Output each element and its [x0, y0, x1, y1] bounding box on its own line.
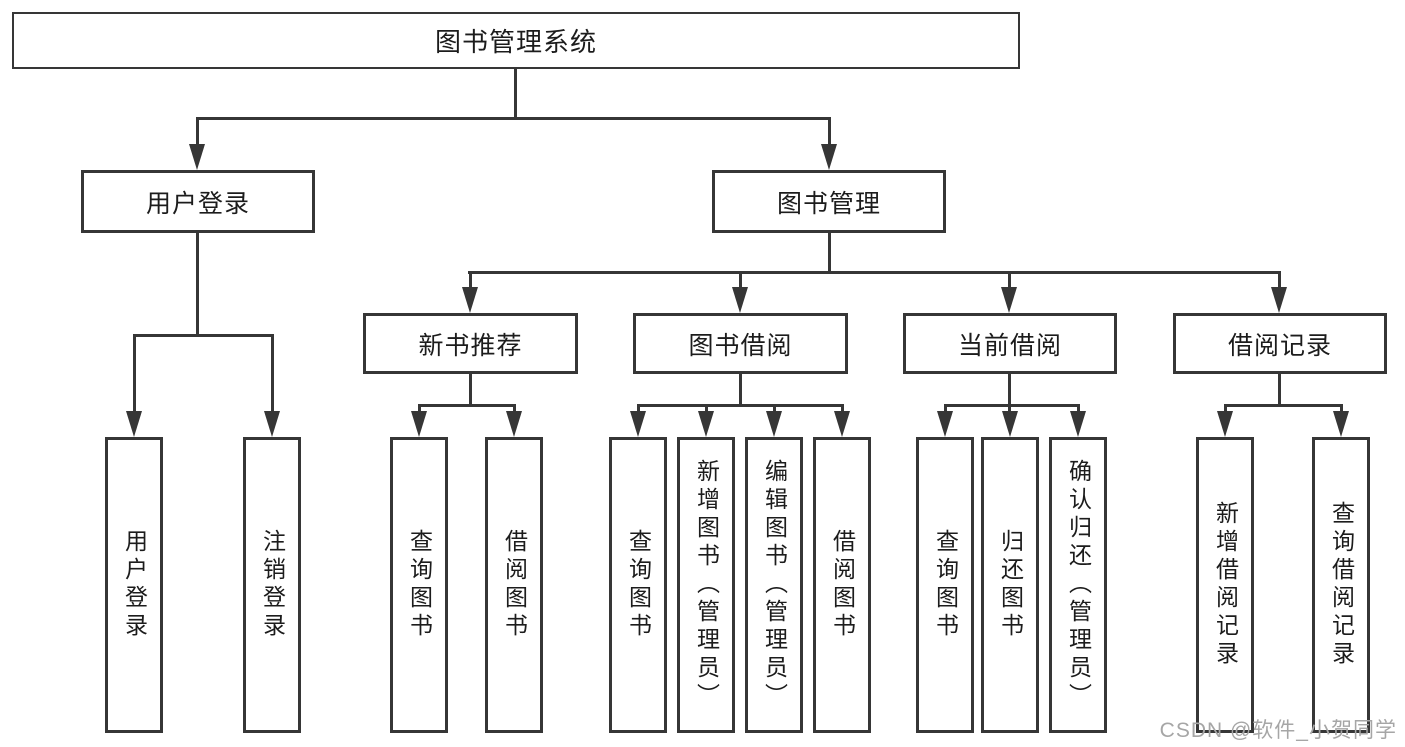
connector-line: [705, 404, 708, 414]
leaf-query-book-new-label: 查询图书: [406, 529, 433, 641]
arrowhead-icon: [630, 411, 646, 437]
connector-line: [513, 404, 516, 414]
arrowhead-icon: [834, 411, 850, 437]
connector-line: [739, 373, 742, 407]
leaf-query-book-current: 查询图书: [916, 437, 974, 733]
leaf-borrow-book-new: 借阅图书: [485, 437, 543, 733]
leaf-query-book-current-label: 查询图书: [932, 529, 959, 641]
connector-line: [1008, 373, 1011, 407]
connector-line: [828, 117, 831, 147]
arrowhead-icon: [126, 411, 142, 437]
node-user-login: 用户登录: [81, 170, 315, 233]
connector-line: [637, 404, 640, 414]
node-borrow-record: 借阅记录: [1173, 313, 1387, 374]
arrowhead-icon: [462, 287, 478, 313]
leaf-logout: 注销登录: [243, 437, 301, 733]
leaf-confirm-return-admin-label: 确认归还（管理员）: [1065, 459, 1092, 711]
arrowhead-icon: [1001, 287, 1017, 313]
leaf-return-book-label: 归还图书: [997, 529, 1024, 641]
connector-line: [773, 404, 776, 414]
connector-line: [1224, 404, 1342, 407]
leaf-add-borrow-record: 新增借阅记录: [1196, 437, 1254, 733]
node-current-borrow: 当前借阅: [903, 313, 1117, 374]
connector-line: [1224, 404, 1227, 414]
connector-line: [944, 404, 947, 414]
leaf-user-login: 用户登录: [105, 437, 163, 733]
connector-line: [1008, 271, 1011, 290]
leaf-add-borrow-record-label: 新增借阅记录: [1212, 501, 1239, 669]
connector-line: [196, 232, 199, 337]
arrowhead-icon: [937, 411, 953, 437]
node-new-book-recommend: 新书推荐: [363, 313, 578, 374]
leaf-edit-book-admin-label: 编辑图书（管理员）: [761, 459, 788, 711]
connector-line: [469, 271, 472, 290]
connector-line: [468, 271, 1280, 274]
connector-line: [133, 334, 136, 414]
leaf-borrow-book-new-label: 借阅图书: [501, 529, 528, 641]
connector-line: [271, 334, 274, 414]
node-root: 图书管理系统: [12, 12, 1020, 69]
arrowhead-icon: [1217, 411, 1233, 437]
connector-line: [1077, 404, 1080, 414]
connector-line: [828, 232, 831, 274]
connector-line: [1278, 373, 1281, 407]
node-book-management: 图书管理: [712, 170, 946, 233]
arrowhead-icon: [1271, 287, 1287, 313]
arrowhead-icon: [411, 411, 427, 437]
connector-line: [841, 404, 844, 414]
leaf-logout-label: 注销登录: [259, 529, 286, 641]
leaf-query-book-new: 查询图书: [390, 437, 448, 733]
watermark-text: CSDN @软件_小贺同学: [1159, 719, 1397, 742]
connector-line: [196, 117, 199, 147]
arrowhead-icon: [1070, 411, 1086, 437]
arrowhead-icon: [766, 411, 782, 437]
leaf-add-book-admin: 新增图书（管理员）: [677, 437, 735, 733]
connector-line: [637, 404, 844, 407]
leaf-edit-book-admin: 编辑图书（管理员）: [745, 437, 803, 733]
leaf-confirm-return-admin: 确认归还（管理员）: [1049, 437, 1107, 733]
connector-line: [944, 404, 1080, 407]
connector-line: [1008, 404, 1011, 414]
leaf-add-book-admin-label: 新增图书（管理员）: [693, 459, 720, 711]
leaf-borrow-book-borrow: 借阅图书: [813, 437, 871, 733]
connector-line: [196, 117, 831, 120]
arrowhead-icon: [1002, 411, 1018, 437]
arrowhead-icon: [1333, 411, 1349, 437]
leaf-query-book-borrow: 查询图书: [609, 437, 667, 733]
leaf-query-borrow-record-label: 查询借阅记录: [1328, 501, 1355, 669]
connector-line: [418, 404, 421, 414]
connector-line: [514, 68, 517, 119]
leaf-query-book-borrow-label: 查询图书: [625, 529, 652, 641]
node-book-borrow: 图书借阅: [633, 313, 848, 374]
arrowhead-icon: [732, 287, 748, 313]
connector-line: [469, 373, 472, 407]
leaf-query-borrow-record: 查询借阅记录: [1312, 437, 1370, 733]
connector-line: [1278, 271, 1281, 290]
connector-line: [739, 271, 742, 290]
connector-line: [418, 404, 516, 407]
arrowhead-icon: [698, 411, 714, 437]
leaf-borrow-book-borrow-label: 借阅图书: [829, 529, 856, 641]
arrowhead-icon: [506, 411, 522, 437]
leaf-user-login-label: 用户登录: [121, 529, 148, 641]
connector-line: [1340, 404, 1343, 414]
connector-line: [133, 334, 274, 337]
arrowhead-icon: [264, 411, 280, 437]
leaf-return-book: 归还图书: [981, 437, 1039, 733]
arrowhead-icon: [821, 144, 837, 170]
arrowhead-icon: [189, 144, 205, 170]
